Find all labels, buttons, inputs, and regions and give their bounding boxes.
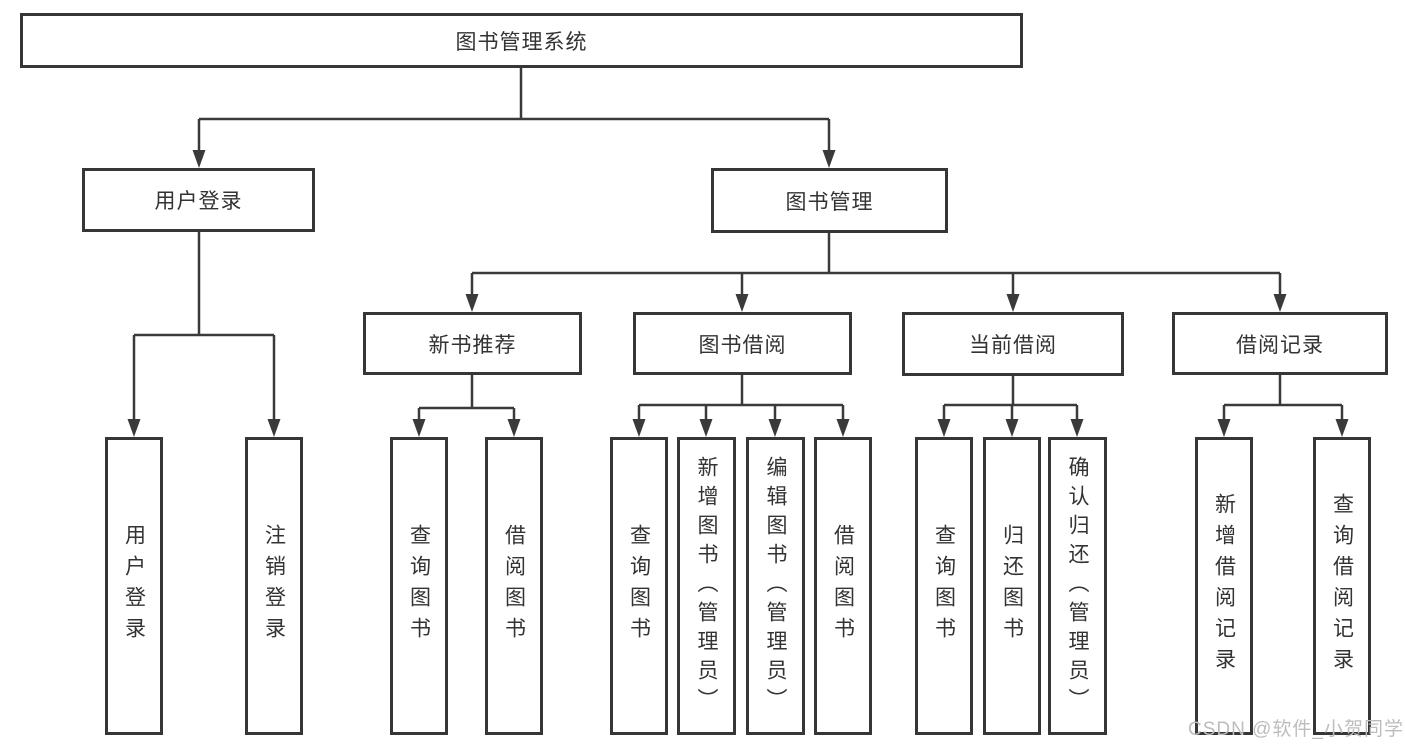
csdn-watermark: CSDN @软件_小贺同学 — [1188, 719, 1404, 740]
node-new-book-recommend: 新书推荐 — [363, 312, 582, 375]
leaf-borrow-query-books: 查询图书 — [610, 437, 668, 735]
leaf-borrow-edit-books-admin: 编辑图书（管理员） — [746, 437, 805, 735]
leaf-borrow-borrow-books: 借阅图书 — [814, 437, 872, 735]
node-book-borrow: 图书借阅 — [633, 312, 852, 375]
node-library-management-system: 图书管理系统 — [20, 13, 1023, 68]
leaf-recommend-borrow-books: 借阅图书 — [485, 437, 543, 735]
node-user-login: 用户登录 — [82, 168, 315, 232]
node-book-management: 图书管理 — [711, 168, 948, 233]
leaf-current-query-books: 查询图书 — [915, 437, 973, 735]
leaf-records-add-record: 新增借阅记录 — [1195, 437, 1253, 735]
leaf-logout: 注销登录 — [245, 437, 303, 735]
leaf-current-return-books: 归还图书 — [983, 437, 1041, 735]
leaf-recommend-query-books: 查询图书 — [390, 437, 448, 735]
leaf-records-query-record: 查询借阅记录 — [1313, 437, 1371, 735]
leaf-user-login: 用户登录 — [105, 437, 163, 735]
node-borrow-records: 借阅记录 — [1172, 312, 1388, 375]
node-current-borrow: 当前借阅 — [902, 312, 1124, 376]
leaf-borrow-add-books-admin: 新增图书（管理员） — [677, 437, 736, 735]
leaf-current-confirm-return-admin: 确认归还（管理员） — [1048, 437, 1107, 735]
